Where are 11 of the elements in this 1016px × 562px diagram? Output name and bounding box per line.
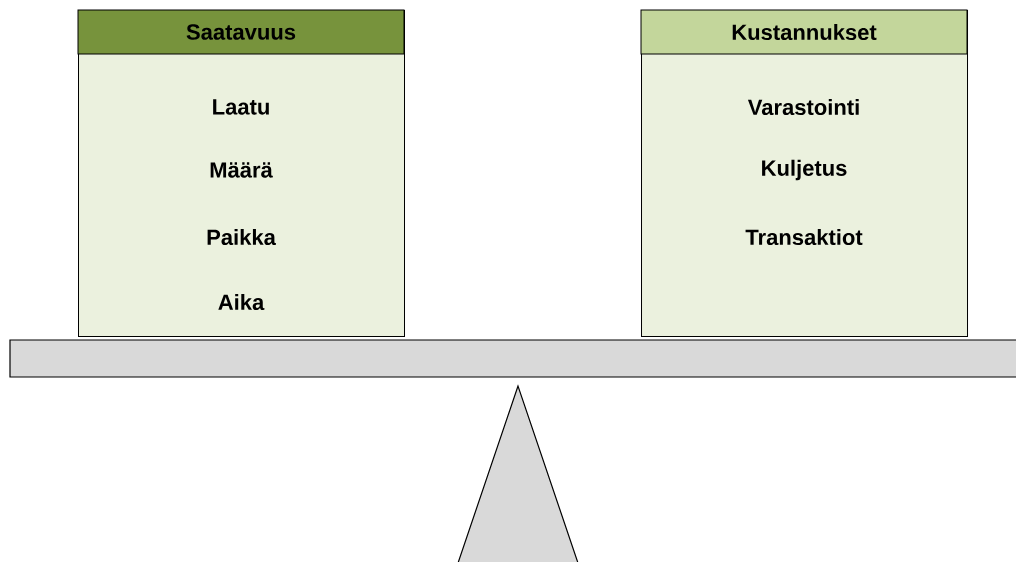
box-heading: Kustannukset bbox=[732, 23, 877, 41]
list-item: Paikka bbox=[207, 228, 276, 246]
list-item: Määrä bbox=[210, 162, 273, 178]
category-box bbox=[640, 9, 968, 337]
box-heading: Saatavuus bbox=[186, 24, 296, 40]
list-item: Kuljetus bbox=[762, 159, 847, 181]
list-item: Aika bbox=[218, 293, 265, 311]
category-box bbox=[77, 9, 405, 337]
list-item: Laatu bbox=[213, 99, 269, 115]
list-item: Transaktiot bbox=[745, 228, 863, 246]
list-item: Varastointi bbox=[747, 98, 859, 116]
